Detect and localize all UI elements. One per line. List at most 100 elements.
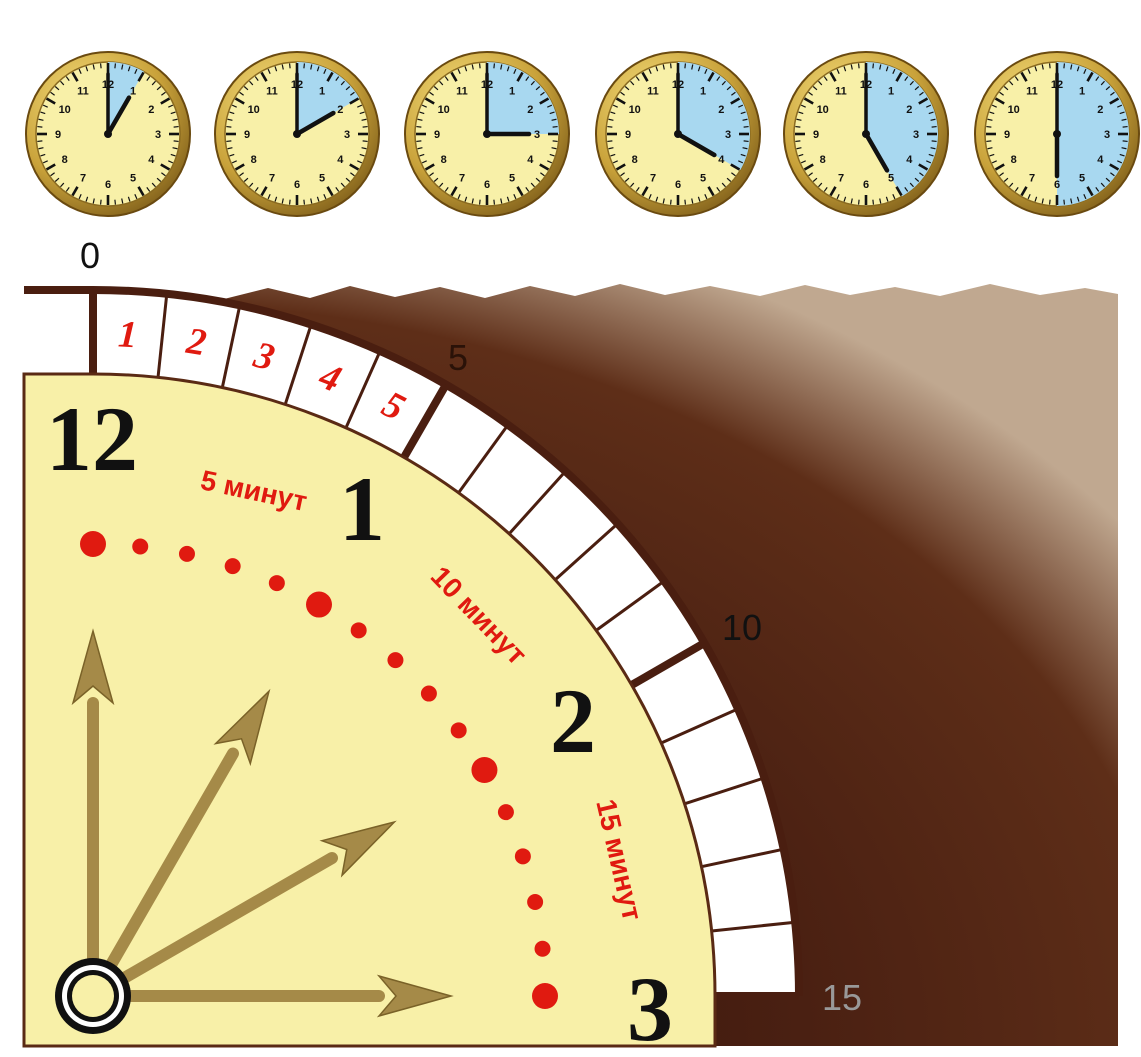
dial-tick [671,63,672,68]
dial-number: 5 [130,172,136,184]
hand-pivot [674,130,682,138]
hand-pivot [862,130,870,138]
dial-tick [494,200,495,205]
small-clocks-row: 1212345678910111212345678910111212345678… [26,52,1139,216]
dial-number: 9 [813,129,819,141]
hand-pivot [104,130,112,138]
dial-tick [986,141,991,142]
dial-number: 6 [863,179,869,191]
dial-tick [795,127,800,128]
dial-tick [304,200,305,205]
minute-dot [306,592,332,618]
dial-tick [744,127,749,128]
dial-number: 8 [1011,154,1017,166]
dial-number: 6 [675,179,681,191]
dial-number: 2 [337,104,343,116]
dial-tick [873,200,874,205]
dial-tick [115,63,116,68]
dial-tick [480,200,481,205]
dial-number: 7 [1029,172,1035,184]
dial-tick [1064,63,1065,68]
dial-number: 9 [434,129,440,141]
minute-dot [527,894,543,910]
dial-number: 9 [1004,129,1010,141]
dial-number: 11 [1026,86,1038,98]
minute-cell-label: 1 [117,313,138,356]
dial-number: 6 [294,179,300,191]
dial-number: 6 [484,179,490,191]
minute-dot [471,757,497,783]
minute-scale-0: 0 [80,235,100,276]
dial-number: 11 [647,86,659,98]
minute-dot [351,622,367,638]
dial-tick [1050,63,1051,68]
dial-number: 10 [817,104,829,116]
dial-number: 7 [269,172,275,184]
dial-number: 9 [244,129,250,141]
dial-number: 8 [62,154,68,166]
dial-tick [290,200,291,205]
hand-pivot [1053,130,1061,138]
dial-tick [607,141,612,142]
minute-scale-10: 10 [722,607,762,648]
dial-tick [226,141,231,142]
dial-tick [685,63,686,68]
small-clock: 121234567891011 [405,52,569,216]
dial-number: 2 [1097,104,1103,116]
dial-number: 1 [130,86,136,98]
dial-tick [873,63,874,68]
dial-number: 4 [906,154,913,166]
minute-dot [451,722,467,738]
dial-tick [1050,200,1051,205]
dial-tick [1123,127,1128,128]
minute-dot [498,804,514,820]
minute-ring-left [24,290,93,374]
dial-number: 2 [906,104,912,116]
dial-number: 9 [625,129,631,141]
dial-tick [553,127,558,128]
dial-tick [480,63,481,68]
dial-tick [795,141,800,142]
small-clock: 121234567891011 [784,52,948,216]
dial-number: 9 [55,129,61,141]
dial-tick [37,141,42,142]
minute-dot [421,686,437,702]
hour-label-2: 2 [550,670,596,772]
dial-tick [859,63,860,68]
dial-number: 10 [248,104,260,116]
dial-number: 11 [77,86,89,98]
dial-number: 6 [1054,179,1060,191]
dial-number: 10 [1008,104,1020,116]
minute-scale-15: 15 [822,977,862,1018]
dial-tick [416,141,421,142]
dial-number: 4 [148,154,155,166]
dial-number: 10 [438,104,450,116]
dial-tick [304,63,305,68]
dial-number: 8 [441,154,447,166]
dial-tick [416,127,421,128]
minute-dot [80,531,106,557]
big-clock-quadrant: 12345 12 1 2 3 0 5 10 15 5 минут 10 мину… [24,235,1118,1052]
dial-tick [115,200,116,205]
dial-number: 5 [888,172,894,184]
dial-tick [744,141,749,142]
small-clock: 121234567891011 [975,52,1139,216]
dial-number: 4 [1097,154,1104,166]
dial-tick [607,127,612,128]
dial-tick [363,141,368,142]
dial-tick [174,127,179,128]
dial-tick [986,127,991,128]
dial-number: 3 [344,129,350,141]
dial-number: 10 [629,104,641,116]
small-clock: 121234567891011 [596,52,760,216]
dial-number: 7 [838,172,844,184]
dial-number: 5 [700,172,706,184]
dial-number: 3 [725,129,731,141]
dial-tick [101,63,102,68]
small-clock: 121234567891011 [215,52,379,216]
hour-label-1: 1 [339,458,385,560]
dial-number: 8 [251,154,257,166]
minute-dot [179,546,195,562]
dial-number: 1 [1079,86,1085,98]
